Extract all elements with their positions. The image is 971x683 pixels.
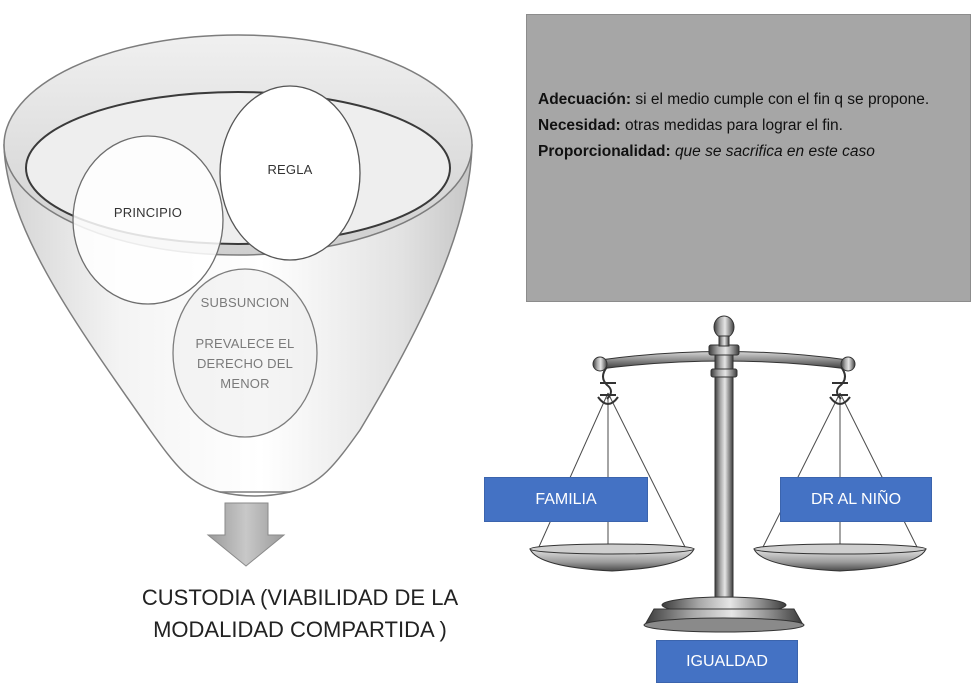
funnel-spout	[219, 491, 291, 497]
principle-label: PRINCIPIO	[113, 205, 183, 220]
info-text: Adecuación: si el medio cumple con el fi…	[538, 87, 970, 165]
necessity-line: Necesidad: otras medidas para lograr el …	[538, 113, 970, 139]
left-hook	[597, 366, 619, 405]
right-hook	[829, 366, 851, 405]
subsumption-circle	[172, 268, 318, 438]
prevails-line: MENOR	[220, 376, 270, 391]
prevails-line: PREVALECE EL	[195, 336, 295, 351]
finial-neck	[718, 335, 730, 347]
caption-line-2: MODALIDAD COMPARTIDA )	[153, 617, 447, 642]
subsumption-label: SUBSUNCION	[200, 295, 290, 310]
proportionality-term: Proporcionalidad:	[538, 143, 671, 160]
family-label-box: FAMILIA	[484, 477, 648, 522]
adequacy-line: Adecuación: si el medio cumple con el fi…	[538, 87, 970, 113]
adequacy-text: si el medio cumple con el fin q se propo…	[635, 91, 930, 108]
funnel-graphic	[3, 34, 473, 567]
custody-caption: CUSTODIA (VIABILIDAD DE LA MODALIDAD COM…	[125, 582, 475, 646]
right-pan	[753, 548, 927, 572]
proportionality-info-box: Adecuación: si el medio cumple con el fi…	[526, 14, 971, 302]
rule-label: REGLA	[267, 162, 313, 177]
left-pan	[529, 548, 695, 572]
scale-finial	[713, 315, 735, 339]
rule-circle	[219, 85, 361, 261]
necessity-text: otras medidas para lograr el fin.	[625, 117, 843, 134]
equality-label-box: IGUALDAD	[656, 640, 798, 683]
left-pan-rim	[529, 543, 695, 555]
proportionality-text: que se sacrifica en este caso	[674, 143, 875, 160]
scale-column	[714, 352, 734, 622]
prevails-line: DERECHO DEL	[196, 356, 294, 371]
child-right-label-box: DR AL NIÑO	[780, 477, 932, 522]
beam-end-right	[840, 356, 856, 372]
principle-circle	[72, 135, 224, 305]
right-pan-chains	[761, 392, 919, 550]
proportionality-line: Proporcionalidad: que se sacrifica en es…	[538, 139, 970, 165]
scale-base-foot	[643, 617, 805, 633]
prevails-label: PREVALECE EL DERECHO DEL MENOR	[190, 334, 300, 394]
left-pan-chains	[537, 392, 687, 550]
adequacy-term: Adecuación:	[538, 91, 632, 108]
down-arrow-icon	[206, 502, 286, 567]
necessity-term: Necesidad:	[538, 117, 621, 134]
beam-end-left	[592, 356, 608, 372]
balance-scale-icon	[529, 315, 927, 633]
right-pan-rim	[753, 543, 927, 555]
caption-line-1: CUSTODIA (VIABILIDAD DE LA	[141, 585, 459, 610]
column-collar-mid	[710, 368, 738, 378]
